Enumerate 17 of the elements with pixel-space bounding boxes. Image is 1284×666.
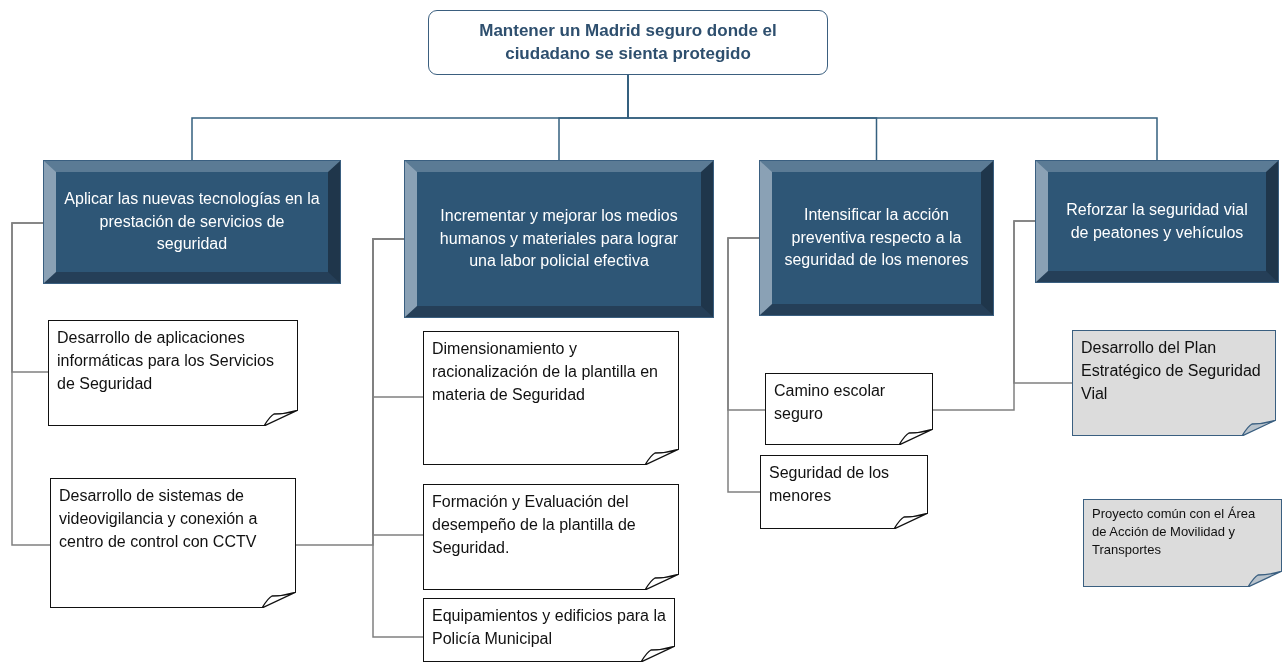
goal-box: Mantener un Madrid seguro donde el ciudadano se sienta protegido xyxy=(428,10,828,75)
note-box: Dimensionamiento y racionalización de la plantilla en materia de Seguridad xyxy=(423,331,679,465)
note-box: Proyecto común con el Área de Acción de Movilidad y Transportes xyxy=(1083,499,1282,587)
objective-box: Incrementar y mejorar los medios humanos y materiales para lograr una labor policial efectiva xyxy=(405,161,713,317)
note-box: Seguridad de los menores xyxy=(760,455,928,529)
note-box: Desarrollo de sistemas de videovigilancia y conexión a centro de control con CCTV xyxy=(50,478,296,608)
note-box: Desarrollo de aplicaciones informáticas para los Servicios de Seguridad xyxy=(48,320,298,426)
objective-box: Aplicar las nuevas tecnologías en la prestación de servicios de seguridad xyxy=(44,161,340,283)
objective-box: Reforzar la seguridad vial de peatones y vehículos xyxy=(1036,161,1278,282)
objective-box: Intensificar la acción preventiva respecto a la seguridad de los menores xyxy=(760,161,993,315)
note-box: Desarrollo del Plan Estratégico de Seguridad Vial xyxy=(1072,330,1276,436)
connector-line xyxy=(932,220,1037,411)
note-box: Formación y Evaluación del desempeño de la plantilla de Seguridad. xyxy=(423,484,679,590)
note-box: Equipamientos y edificios para la Policía Municipal xyxy=(423,598,675,662)
connector-line xyxy=(11,222,51,546)
connector-line xyxy=(727,237,761,493)
note-box: Camino escolar seguro xyxy=(765,373,933,445)
